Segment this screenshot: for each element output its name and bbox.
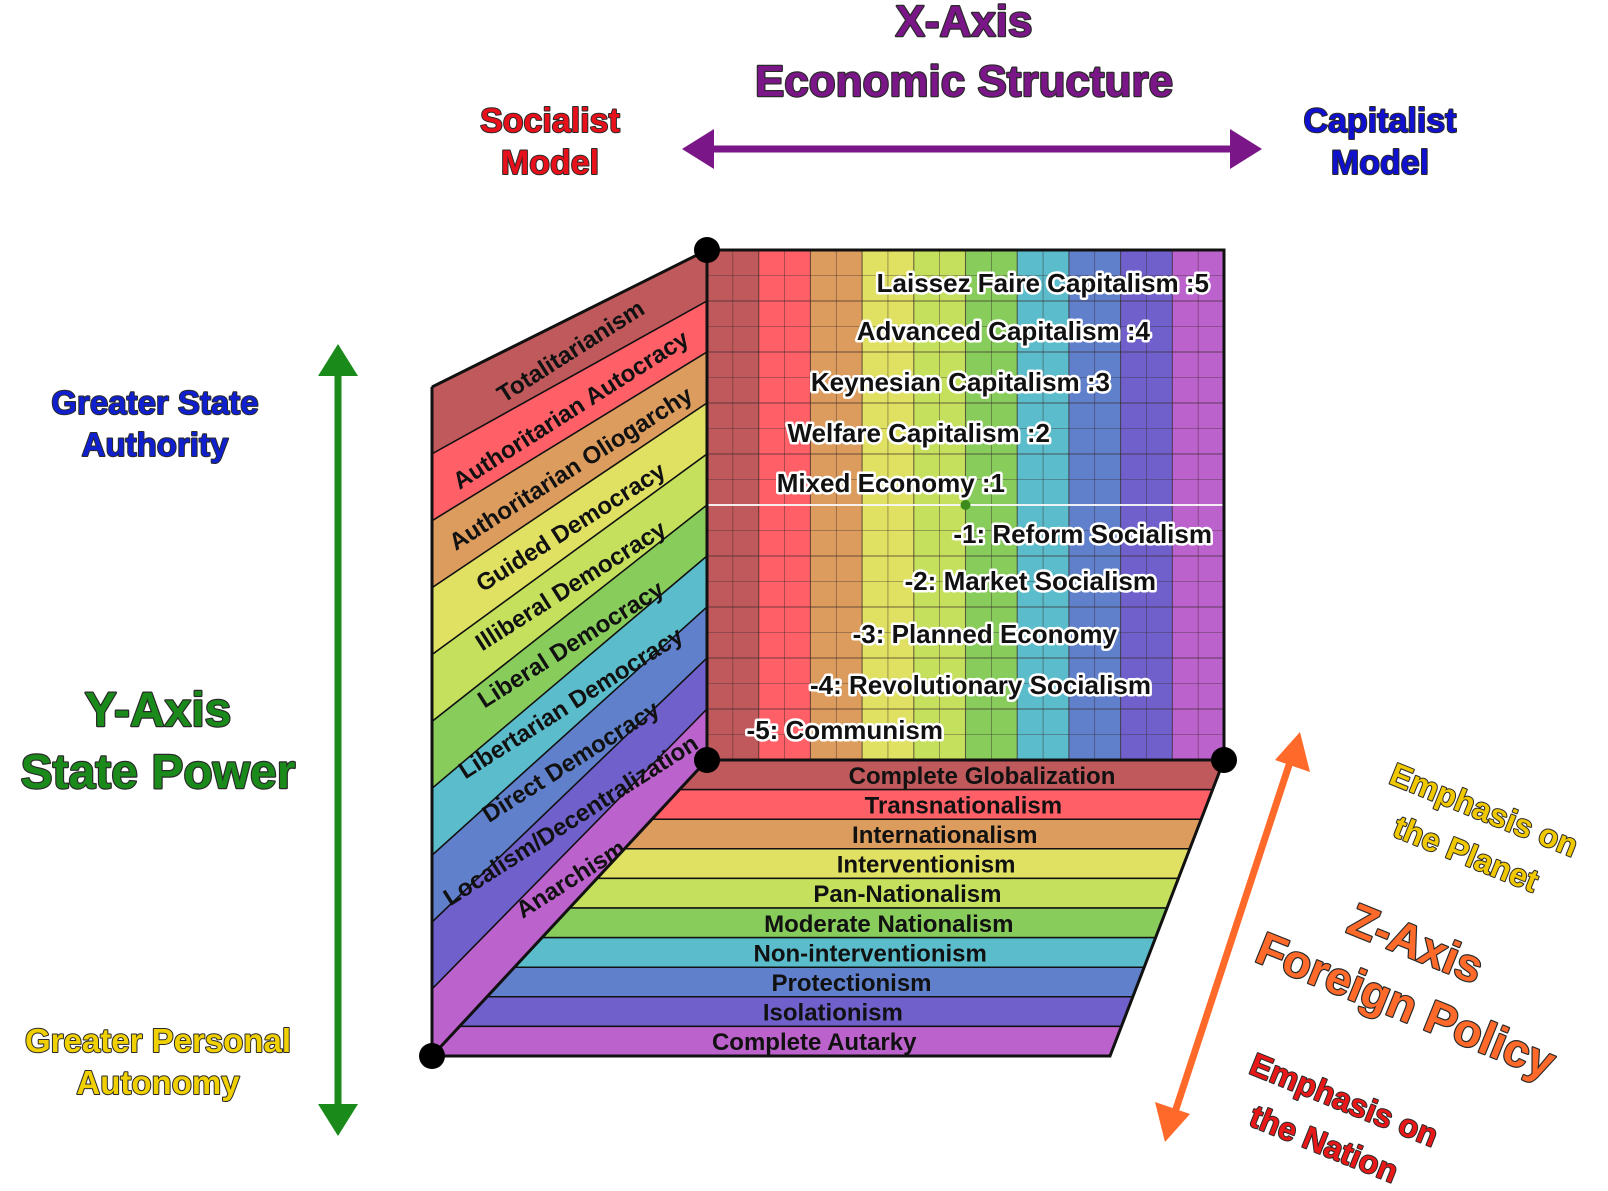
x-level-label: -5: Communism bbox=[747, 715, 943, 745]
x-level-label: -4: Revolutionary Socialism bbox=[810, 670, 1151, 700]
z-level-label: Protectionism bbox=[771, 970, 931, 997]
z-level-label: Interventionism bbox=[837, 852, 1016, 879]
x-level-label: Keynesian Capitalism :3 bbox=[811, 367, 1110, 397]
x-axis-title: X-Axis bbox=[896, 0, 1033, 46]
z-level-label: Internationalism bbox=[852, 822, 1037, 849]
corner-dot bbox=[694, 237, 720, 263]
y-axis-title: Y-Axis bbox=[85, 684, 232, 737]
z-axis-floor: Complete GlobalizationTransnationalismIn… bbox=[430, 759, 1226, 1057]
x-level-label: Advanced Capitalism :4 bbox=[857, 316, 1151, 346]
x-axis-subtitle: Economic Structure bbox=[755, 57, 1173, 106]
authority-label-line1: Greater State bbox=[51, 384, 258, 421]
z-level-label: Isolationism bbox=[763, 1000, 903, 1027]
z-axis-labels: Emphasis on the Planet Z-Axis Foreign Po… bbox=[1244, 755, 1584, 1191]
z-level-label: Transnationalism bbox=[865, 792, 1062, 819]
authority-label-line2: Authority bbox=[82, 426, 229, 463]
socialist-label-line2: Model bbox=[501, 144, 599, 182]
corner-dot bbox=[419, 1043, 445, 1069]
x-axis-wall: Laissez Faire Capitalism :5 Advanced Capi… bbox=[705, 248, 1226, 762]
autonomy-label-line2: Autonomy bbox=[76, 1064, 240, 1101]
x-level-label: Laissez Faire Capitalism :5 bbox=[877, 268, 1209, 298]
z-axis-arrow bbox=[1155, 732, 1310, 1142]
capitalist-label-line2: Model bbox=[1331, 144, 1429, 182]
corner-dot bbox=[1211, 747, 1237, 773]
z-level-label: Complete Globalization bbox=[849, 763, 1116, 790]
x-axis-arrow bbox=[682, 129, 1262, 169]
x-level-label: -1: Reform Socialism bbox=[953, 519, 1212, 549]
y-axis-arrow bbox=[318, 344, 358, 1136]
x-level-label: Mixed Economy :1 bbox=[777, 468, 1005, 498]
autonomy-label-line1: Greater Personal bbox=[25, 1022, 291, 1059]
z-level-label: Complete Autarky bbox=[712, 1029, 917, 1056]
cube-corners bbox=[419, 237, 1237, 1069]
z-level-label: Moderate Nationalism bbox=[764, 911, 1013, 938]
capitalist-label-line1: Capitalist bbox=[1303, 102, 1456, 140]
socialist-label-line1: Socialist bbox=[480, 102, 620, 140]
z-level-label: Non-interventionism bbox=[753, 940, 986, 967]
z-level-label: Pan-Nationalism bbox=[813, 881, 1001, 908]
x-level-label: -3: Planned Economy bbox=[853, 619, 1118, 649]
x-level-label: -2: Market Socialism bbox=[905, 566, 1156, 596]
y-axis-subtitle: State Power bbox=[21, 746, 296, 799]
x-level-label: Welfare Capitalism :2 bbox=[787, 418, 1050, 448]
corner-dot bbox=[694, 747, 720, 773]
